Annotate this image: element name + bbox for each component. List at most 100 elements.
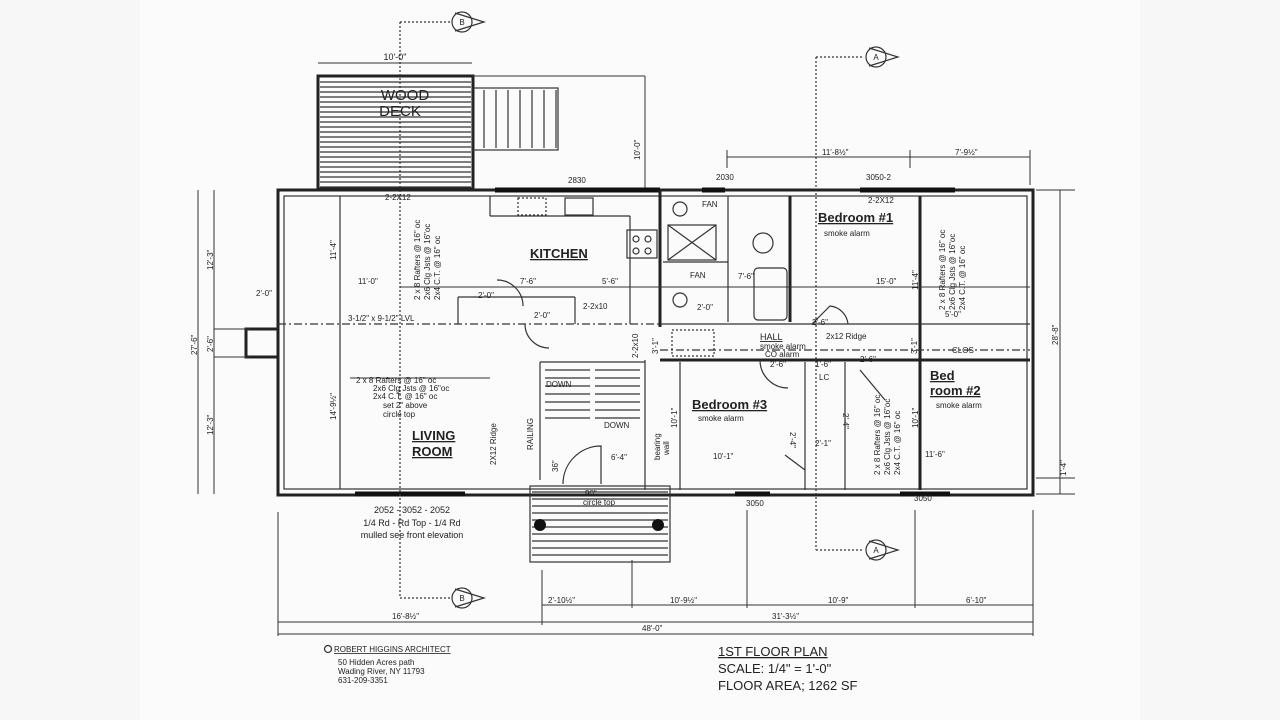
dim-bottom-2-10: 2'-10½" (548, 596, 575, 605)
bed1-rafter-note-3: 2x4 C.T. @ 16" oc (958, 246, 967, 310)
room-labels: KITCHEN LIVING ROOM Bedroom #1 smoke ala… (412, 200, 982, 459)
dim-left-12-3-b: 12'-3" (206, 414, 215, 435)
fixtures (496, 197, 886, 563)
dim-2-0-d: 2'-0" (256, 289, 272, 298)
dim-2-6-a: 2'-6" (812, 318, 828, 327)
closet-label: CLOS (952, 346, 974, 355)
svg-text:A: A (873, 53, 879, 62)
lvl-note: 3-1/2" x 9-1/2" LVL (348, 314, 415, 323)
bedroom-2-label-1: Bed (930, 368, 955, 383)
front-window-note-3: mulled see front elevation (361, 530, 464, 540)
plan-scale: SCALE: 1/4" = 1'-0" (718, 661, 832, 676)
dim-2-0-b: 2'-0" (534, 311, 550, 320)
architect-name: ROBERT HIGGINS ARCHITECT (334, 645, 451, 654)
section-marker-a-top: A (865, 46, 901, 68)
front-window-note-2: 1/4 Rd - Rd Top - 1/4 Rd (363, 518, 460, 528)
bearing-wall-note-1: bearing (653, 433, 662, 460)
kitchen-rafter-note-2: 2x6 Clg Jsts @ 16"oc (423, 224, 432, 300)
exterior-walls (244, 187, 1035, 497)
dim-bed3-10-1-v: 10'-1" (670, 407, 679, 428)
dim-bath-7-6: 7'-6" (738, 272, 754, 281)
dim-bed1-11-4: 11'-4" (911, 270, 920, 290)
dim-2-4-b: 2'-4" (788, 432, 797, 448)
dim-2-4-a: 2'-4" (841, 413, 850, 429)
deck-depth-dim: 10'-0" (633, 139, 642, 160)
dim-2-6-b: 2'-6" (770, 360, 786, 369)
dim-top-a: 11'-8½" (822, 148, 849, 157)
dim-bottom-10-9-a: 10'-9½" (670, 596, 697, 605)
bedroom-1-label: Bedroom #1 (818, 210, 893, 225)
svg-text:A: A (873, 546, 879, 555)
section-marker-b-bottom: B (451, 587, 487, 609)
dim-bed3-10-1: 10'-1" (713, 452, 734, 461)
top-header-note: 2-2X12 (385, 193, 411, 202)
dim-90: 90" (585, 489, 597, 498)
dim-kitchen-11-0: 11'-0" (358, 277, 378, 286)
toilet (672, 201, 688, 217)
architect-address-2: Wading River, NY 11793 (338, 667, 425, 676)
interior-walls (278, 190, 1030, 490)
dim-bed1-15-0: 15'-0" (876, 277, 897, 286)
dim-kitchen-11-4: 11'-4" (329, 240, 338, 260)
living-room-label-2: ROOM (412, 444, 452, 459)
window-tag-2030: 2030 (716, 173, 734, 182)
window-tag-3050-2: 3050-2 (866, 173, 891, 182)
living-ridge-note: 2X12 Ridge (489, 423, 498, 465)
bathtub (753, 267, 788, 321)
kitchen-header-note: 2-2x10 (583, 302, 608, 311)
kitchen-label: KITCHEN (530, 246, 588, 261)
deck-label-1: WOOD (381, 87, 429, 104)
dim-1-6: 1'-6" (815, 360, 831, 369)
dim-left-27-6: 27'-6" (190, 334, 199, 355)
circle-top-note: circle top (583, 498, 616, 507)
section-marker-a-bottom: A (865, 539, 901, 561)
section-lines: B B A A (399, 11, 901, 609)
dim-right-1-4: 1'-4" (1059, 460, 1068, 476)
window-tags: 2830 2030 3050-2 3050 3050 (568, 173, 932, 508)
dim-3-1-a: 3'-1" (651, 338, 660, 354)
living-rafter-note-3: 2x4 C.T. @ 16" oc (373, 392, 437, 401)
dim-2-6-c: 2'-6" (860, 355, 876, 364)
structural-notes: 2 x 8 Rafters @ 16" oc 2x6 Clg Jsts @ 16… (348, 193, 967, 540)
hall-ridge-note: 2x12 Ridge (826, 332, 867, 341)
bedroom-1-smoke: smoke alarm (824, 229, 870, 238)
dim-bottom-10-9-b: 10'-9" (828, 596, 849, 605)
dim-3-1-b: 3'-1" (910, 338, 919, 354)
dimensions: 11'-8½" 7'-9½" 11'-4" 11'-0" 7'-6" 5'-6"… (190, 148, 1075, 636)
window-tag-3050b: 3050 (914, 494, 932, 503)
kitchen-rafter-note-3: 2x4 C.T. @ 16" oc (433, 236, 442, 300)
dim-bottom-31-3: 31'-3½" (772, 612, 799, 621)
dim-2-1: 2'-1" (815, 439, 831, 448)
range (626, 229, 658, 259)
toilet (672, 292, 688, 308)
living-room-label-1: LIVING (412, 428, 455, 443)
kitchen-rafter-note-1: 2 x 8 Rafters @ 16" oc (413, 220, 422, 300)
dishwasher (517, 197, 547, 216)
dim-2-0-c: 2'-0" (697, 303, 713, 312)
window-tag-2830: 2830 (568, 176, 586, 185)
bed1-rafter-note-1: 2 x 8 Rafters @ 16" oc (938, 230, 947, 310)
window-tag-3050a: 3050 (746, 499, 764, 508)
wood-deck: WOOD DECK 10'-0" 10'-0" (316, 52, 646, 191)
dim-5-0: 5'-0" (945, 310, 961, 319)
toilet (752, 232, 774, 254)
dim-bottom-6-10: 6'-10" (966, 596, 987, 605)
bed2-rafter-note-2: 2x6 Clg Jsts @ 16"oc (883, 399, 892, 475)
svg-text:B: B (459, 18, 464, 27)
bed1-rafter-note-2: 2x6 Clg Jsts @ 16"oc (948, 234, 957, 310)
hall-co: CO alarm (765, 350, 800, 359)
dim-2-0-a: 2'-0" (478, 291, 494, 300)
fan-label-1: FAN (702, 200, 718, 209)
front-stoop (529, 485, 671, 563)
bedroom-2-smoke: smoke alarm (936, 401, 982, 410)
dim-bed2-11-6: 11'-6" (925, 450, 945, 459)
svg-text:B: B (459, 594, 464, 603)
stair-down-label-1: DOWN (546, 380, 572, 389)
dim-bottom-16-8: 16'-8½" (392, 612, 419, 621)
living-rafter-note-5: circle top (383, 410, 416, 419)
shower (667, 224, 717, 261)
title-block: ROBERT HIGGINS ARCHITECT 50 Hidden Acres… (323, 644, 858, 693)
dim-left-2-6: 2'-6" (206, 336, 215, 352)
